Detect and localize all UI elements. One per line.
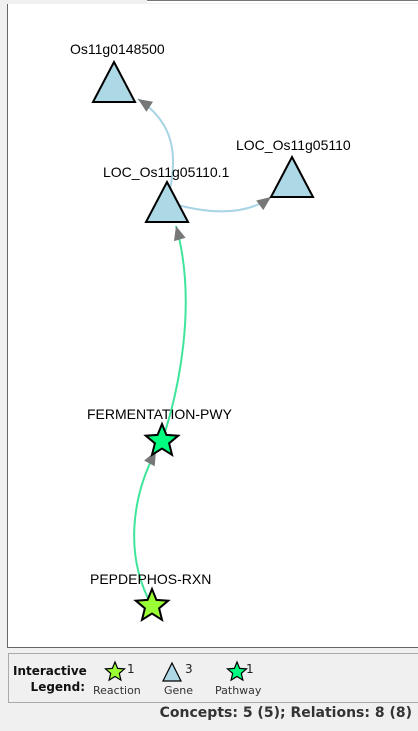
node-loc_os11g05110_1-triangle-icon[interactable] [144,179,190,223]
legend-title-line2: Legend: [30,680,85,694]
legend-count-gene: 3 [185,662,193,676]
node-fermentation_pwy-star-icon[interactable] [143,421,181,457]
node-label-loc_os11g05110_1: LOC_Os11g05110.1 [103,164,230,180]
legend-label-reaction: Reaction [93,684,141,697]
top-toolbar-edge [147,0,418,3]
legend-title-line1: Interactive [13,664,87,678]
node-label-os11g0148500: Os11g0148500 [70,41,165,57]
node-label-fermentation_pwy: FERMENTATION-PWY [87,406,233,422]
arrowhead-icon [174,226,186,242]
node-pepdephos_rxn-star-icon[interactable] [133,586,171,622]
interactive-legend: Interactive Legend: 1 Reaction 3 Gene 1 … [8,653,418,703]
status-bar: Concepts: 5 (5); Relations: 8 (8) [159,705,412,721]
node-label-loc_os11g05110: LOC_Os11g05110 [236,137,351,153]
arrowhead-icon [256,197,271,211]
node-os11g0148500-triangle-icon[interactable] [91,59,137,103]
reaction-star-icon [104,660,126,682]
node-loc_os11g05110-triangle-icon[interactable] [269,154,315,198]
legend-label-gene: Gene [164,684,194,697]
edge-loc_os11g05110_1-to-loc_os11g05110[interactable] [166,196,272,213]
legend-count-reaction: 1 [127,662,135,676]
edge-pepdephos_rxn-to-fermentation_pwy[interactable] [133,450,157,607]
arrowhead-icon [138,99,153,112]
edge-fermentation_pwy-to-loc_os11g05110_1[interactable] [161,225,187,442]
legend-title: Interactive Legend: [13,663,87,695]
legend-label-pathway: Pathway [215,684,262,697]
edges-layer [133,98,272,607]
pathway-star-icon [226,660,248,682]
labels-layer: Os11g0148500LOC_Os11g05110LOC_Os11g05110… [70,41,351,587]
legend-count-pathway: 1 [246,662,254,676]
node-label-pepdephos_rxn: PEPDEPHOS-RXN [90,571,211,587]
nodes-layer [91,59,315,622]
gene-triangle-icon [162,661,182,682]
network-graph[interactable]: Os11g0148500LOC_Os11g05110LOC_Os11g05110… [8,4,418,648]
